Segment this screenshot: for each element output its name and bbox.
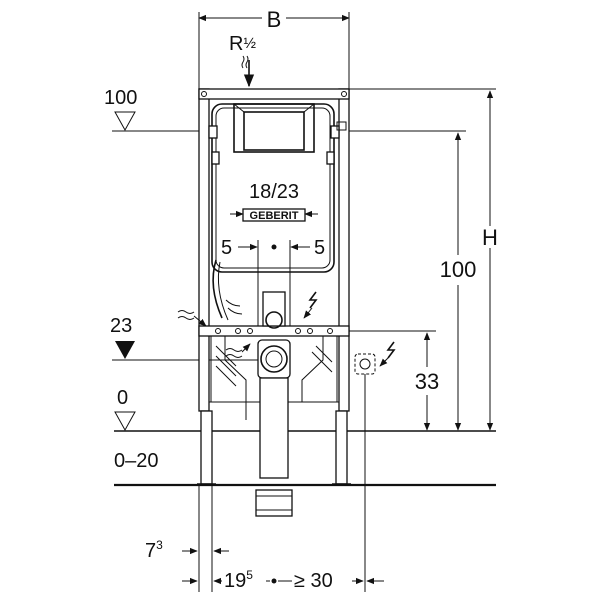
brand-label: GEBERIT [250,210,299,222]
label-offset-left: 5 [221,237,232,259]
label-h: H [482,225,498,250]
label-level-0: 0 [117,387,128,409]
label-dim-left: 73 [145,538,163,562]
water-wave-icon [177,310,195,320]
bottom-dimensions: 73 195 ≥ 30 [145,374,384,592]
dimension-33: 33 [349,330,444,431]
dimension-b: B [198,6,350,92]
water-wave-icon-2 [225,348,243,358]
dimension-18-23: 18/23 [230,181,318,218]
label-frame-height: 100 [440,257,477,282]
label-b: B [267,7,282,32]
label-dim-right: ≥ 30 [294,570,333,592]
lightning-icon [308,291,318,309]
label-level-23: 23 [110,315,132,337]
label-offset-right: 5 [314,237,325,259]
dimension-h: H [349,88,502,431]
electrical-symbols [303,291,396,375]
label-power-height: 33 [415,369,439,394]
label-dim-mid: 195 [224,568,253,592]
power-socket-icon [354,353,376,375]
label-level-100: 100 [104,87,137,109]
dimension-offsets: 5 5 [221,237,325,259]
supply-hoses [212,259,243,321]
label-floor-range: 0–20 [114,450,159,472]
dimension-100-right: 100 [349,130,477,431]
installation-frame [197,88,351,485]
water-symbol-icon [241,55,249,69]
level-0-marker: 0 [114,387,136,432]
water-inlet: R½ [229,33,256,88]
connection-points [215,328,333,334]
label-thread: R½ [229,33,256,55]
level-triangle-open-icon-2 [114,411,136,432]
label-outlet-range: 18/23 [249,181,299,203]
level-23-marker: 23 [110,315,262,361]
level-triangle-filled-icon [115,341,135,359]
lightning-icon-2 [386,341,396,359]
level-triangle-open-icon [114,111,136,132]
drain-pipe [255,291,293,517]
level-100-marker: 100 [104,87,199,132]
floor-lines [114,430,496,487]
water-supply-symbol [177,310,251,358]
